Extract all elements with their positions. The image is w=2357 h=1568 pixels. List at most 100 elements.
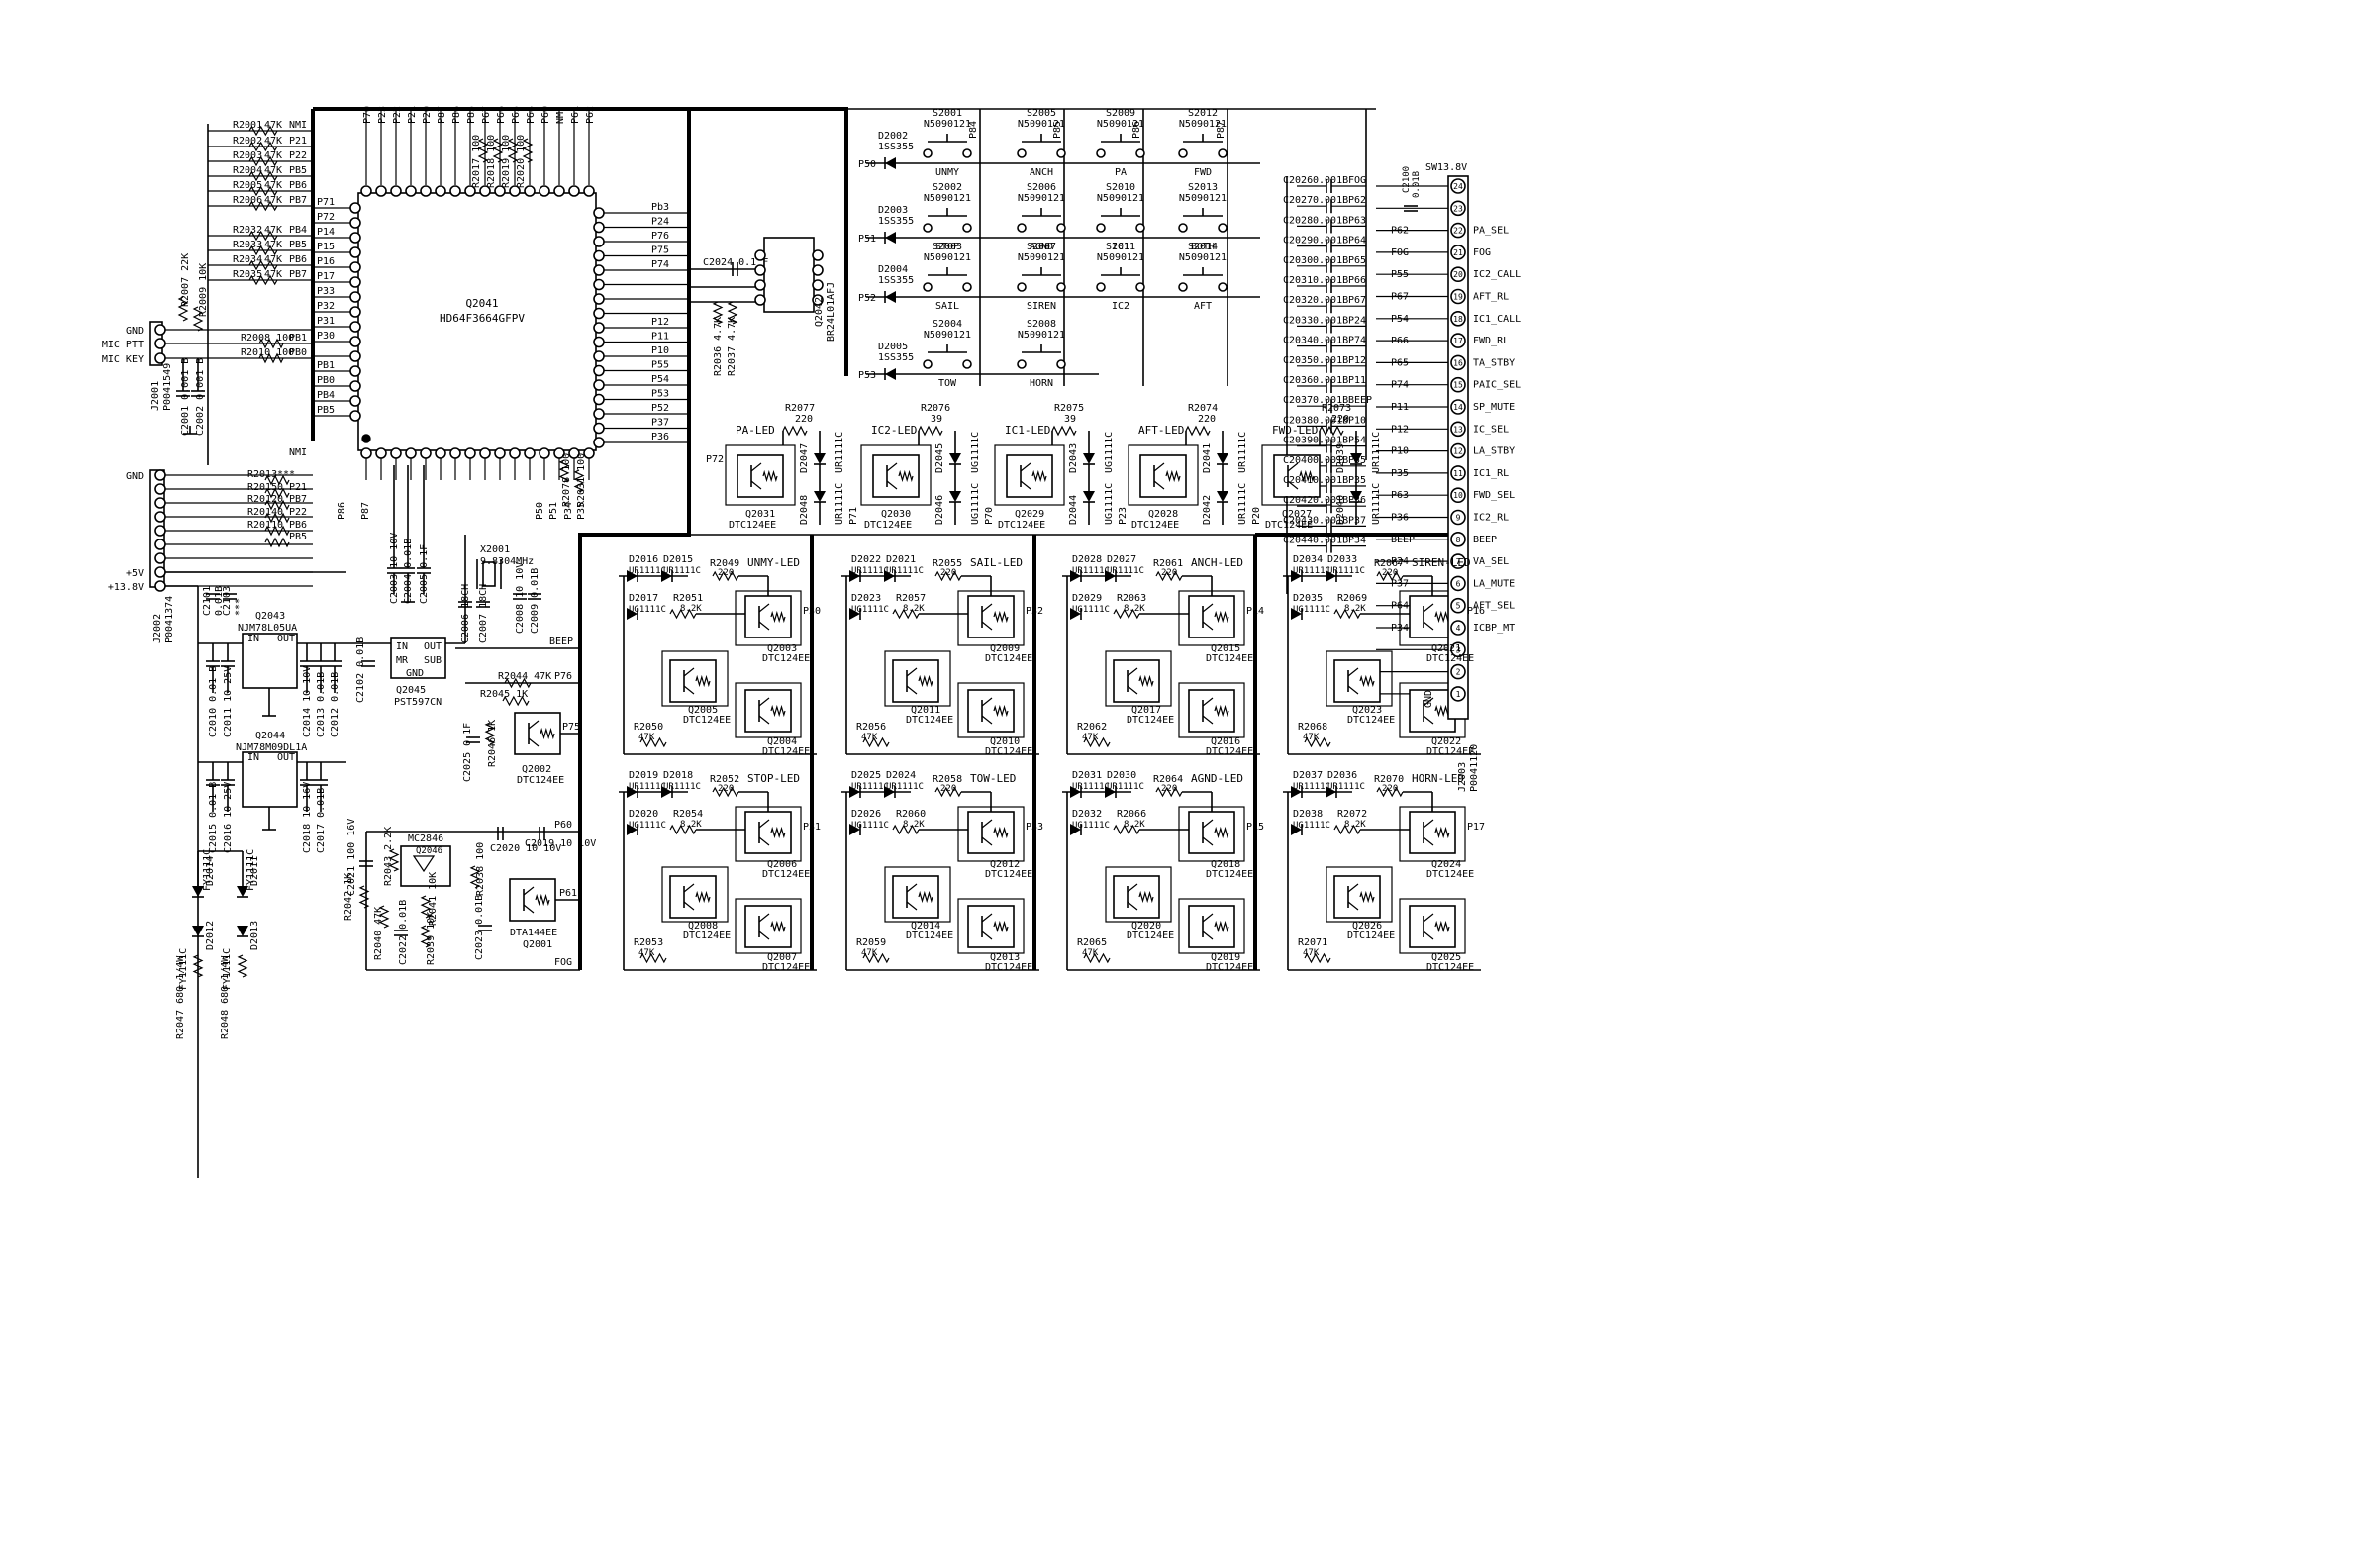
right-connector-pin-num: 8	[1456, 536, 1461, 544]
led-block-qb-frame	[884, 866, 951, 923]
led-block-d2: D2015	[663, 554, 693, 565]
led-block-qb	[906, 883, 918, 911]
led-block-qb-ref: Q2011	[911, 705, 940, 716]
led-block-qb	[1347, 883, 1359, 911]
led-block-qc	[1202, 697, 1214, 725]
mcu-bottom-pin-pad	[420, 447, 432, 459]
right-cap-val: 0.001B	[1313, 175, 1348, 186]
right-cap-ref: C2035	[1283, 355, 1313, 366]
mcu-top-resistor	[507, 138, 519, 163]
right-connector-pin	[1450, 178, 1466, 194]
fog-label: FOG	[554, 957, 572, 968]
led-block-qc	[1409, 905, 1456, 948]
mcu-right-pin-label: P37	[651, 418, 669, 429]
led-block-r1	[712, 786, 739, 798]
led-block-qb-ref: Q2014	[911, 921, 940, 931]
right-cap-ref: C2028	[1283, 215, 1313, 226]
mid-led-net: P72	[706, 454, 724, 465]
mcu-left-pin-pad	[349, 217, 361, 229]
right-cap-val: 0.001B	[1313, 255, 1348, 266]
switch-label: BOTH	[1191, 242, 1215, 252]
mcu-top-pin-label: P64	[526, 106, 537, 124]
led-block-qa-ref: Q2012	[990, 859, 1020, 870]
led-block-qc-frame	[1399, 898, 1466, 954]
mcu-bottom-pin-pad	[405, 447, 417, 459]
mcu-top-resistor-label: R2017 100	[471, 135, 482, 188]
led-block-qa	[1214, 826, 1229, 839]
r2008-label: R2008 100	[241, 333, 294, 343]
led-block-d2: D2027	[1107, 554, 1136, 565]
q2001	[509, 878, 556, 922]
led-block-d3: D2023	[851, 593, 881, 604]
led-block-d3: D2038	[1293, 809, 1323, 820]
led-block-diode	[884, 786, 895, 798]
mid-led-transistor	[1287, 462, 1299, 490]
led-block-diode	[1291, 786, 1302, 798]
mcu-top-resistor	[492, 138, 504, 163]
led-block-qb-part: DTC124EE	[683, 931, 731, 941]
left-resistor-val: 47K	[264, 180, 282, 191]
led-block-qc-part: DTC124EE	[762, 962, 810, 973]
led-block-r3	[1083, 952, 1111, 964]
mcu-part: HD64F3664GFPV	[440, 312, 525, 325]
led-block-diode	[1291, 570, 1302, 582]
q2045-body	[390, 637, 446, 679]
right-connector-pin-num: 10	[1453, 491, 1463, 500]
r2041-label: R2041 10K	[428, 872, 439, 926]
led-block-d2: D2024	[886, 770, 916, 781]
mcu-bottom-pin-label: P34	[563, 502, 574, 520]
right-cap-net: P12	[1348, 355, 1366, 366]
power-resistor-net: P22	[289, 507, 307, 518]
mcu-right-pin-pad	[593, 293, 605, 305]
led-block-qa	[1409, 811, 1456, 854]
led-block-d1: D2022	[851, 554, 881, 565]
right-connector-net: P64	[1391, 601, 1409, 612]
switch-contact	[1178, 282, 1188, 292]
led-block-qa-ref: Q2003	[767, 643, 797, 654]
led-block-diode	[1105, 570, 1116, 582]
right-connector-net: P62	[1391, 226, 1409, 237]
right-connector-signal: AFT_RL	[1473, 292, 1509, 303]
power-resistor-ref: R2015	[247, 482, 277, 493]
right-connector-net: P66	[1391, 336, 1409, 346]
r2045	[502, 695, 530, 707]
mid-led-name: FWD-LED	[1272, 424, 1318, 437]
led-block-d2p: UR1111C	[663, 782, 701, 792]
led-block-qb-part: DTC124EE	[1127, 715, 1174, 726]
c2024-label: C2024 0.1 F	[703, 257, 768, 268]
right-cap-net: P67	[1348, 295, 1366, 306]
power-resistor-net: PB6	[289, 520, 307, 531]
mid-led-diode	[814, 453, 826, 464]
led-block-diode	[1291, 608, 1302, 620]
mid-led-d1p: UR1111C	[1237, 432, 1248, 473]
led-block-r3-val: 47K	[861, 733, 878, 742]
right-connector-pin	[1450, 686, 1466, 702]
led-block-qa	[1423, 819, 1434, 846]
right-connector-ref: J2003	[1457, 762, 1468, 792]
switch-row-net: P53	[858, 370, 876, 381]
mcu-top-pin-pad	[435, 185, 446, 197]
switch-part: N5090121	[1018, 252, 1065, 263]
mcu-right-pin-label: P76	[651, 231, 669, 242]
right-cap-ref: C2026	[1283, 175, 1313, 186]
led-block-r3-val: 47K	[1303, 733, 1320, 742]
led-block-r2-val: 8.2K	[903, 820, 925, 830]
mcu-top-pin-label: P22	[392, 106, 403, 124]
switch-part: N5090121	[924, 193, 971, 204]
right-cap-net: P34	[1348, 536, 1366, 546]
right-connector-pin	[1450, 663, 1466, 680]
q2043-body	[242, 633, 298, 689]
mcu-top-resistor	[522, 138, 534, 163]
led-block-d1: D2016	[629, 554, 658, 565]
switch-contact	[1056, 359, 1066, 369]
left-resistor-ref: R2002	[233, 136, 262, 147]
c2100-val: 0.01B	[1412, 171, 1422, 198]
led-block-qc-ref: Q2022	[1431, 736, 1461, 747]
mcu-right-pin-label: P55	[651, 360, 669, 371]
led-block-r3	[1304, 952, 1331, 964]
right-connector-net: P35	[1391, 468, 1409, 479]
mcu-top-resistor-label: R2020 100	[516, 135, 527, 188]
mcu-right-pin-label: P12	[651, 317, 669, 328]
switch-ref: S2013	[1188, 182, 1218, 193]
mcu-top-pin-pad	[583, 185, 595, 197]
